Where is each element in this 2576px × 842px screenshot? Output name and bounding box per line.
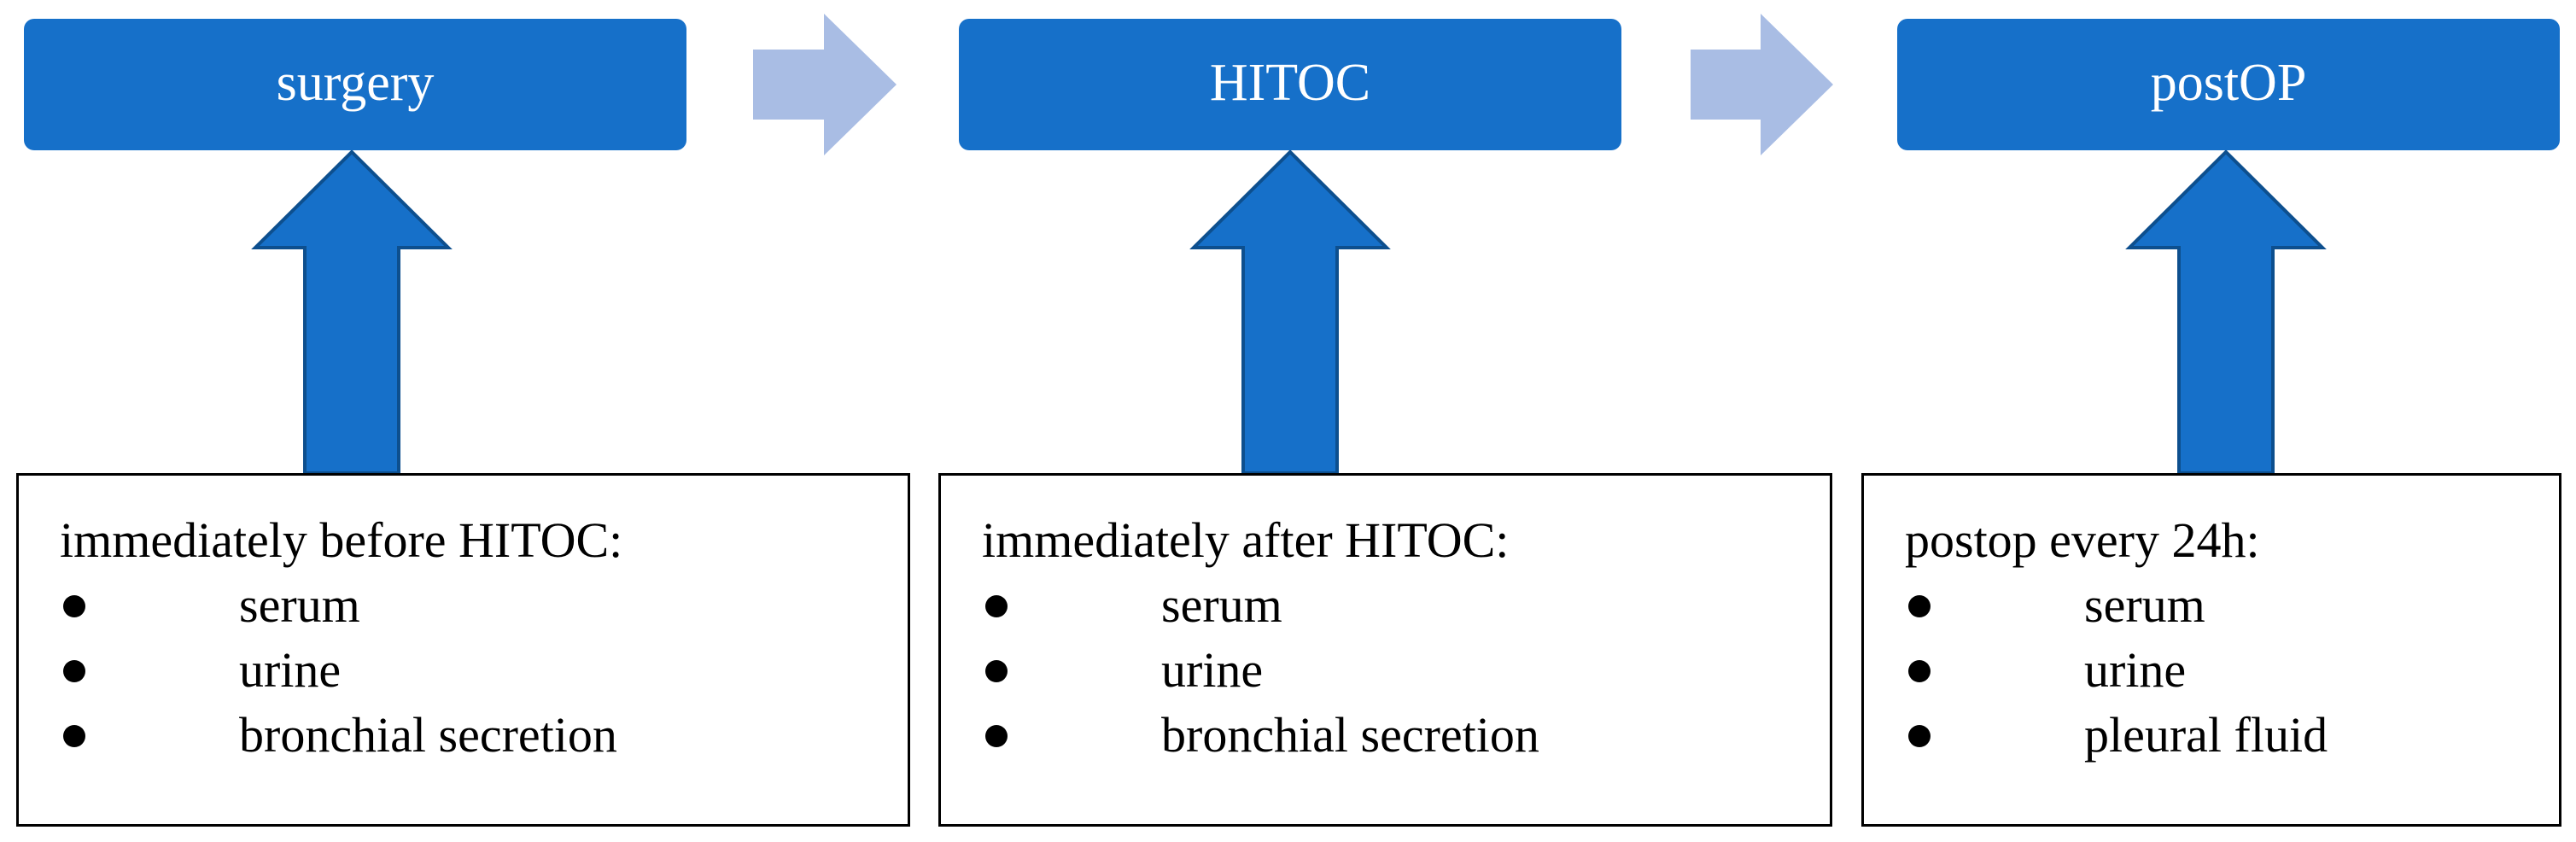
sample-item: bronchial secretion bbox=[982, 703, 1830, 768]
sampling-box-before-hitoc: immediately before HITOC: serum urine br… bbox=[16, 473, 910, 827]
bullet-icon bbox=[1908, 725, 1931, 747]
flow-arrow-hitoc-to-postop bbox=[1691, 14, 1833, 155]
sample-item: serum bbox=[982, 573, 1830, 638]
bullet-icon bbox=[985, 660, 1008, 682]
sample-item-label: bronchial secretion bbox=[239, 707, 617, 763]
bullet-icon bbox=[63, 595, 85, 617]
stage-hitoc: HITOC bbox=[959, 19, 1621, 150]
sample-item-label: urine bbox=[239, 642, 342, 698]
sample-item: bronchial secretion bbox=[60, 703, 908, 768]
stage-surgery: surgery bbox=[24, 19, 686, 150]
sample-item-label: bronchial secretion bbox=[1161, 707, 1539, 763]
sample-item: urine bbox=[982, 638, 1830, 703]
sample-item: serum bbox=[1905, 573, 2559, 638]
sample-item: pleural fluid bbox=[1905, 703, 2559, 768]
sample-item-label: serum bbox=[1161, 577, 1282, 633]
sampling-box-after-hitoc: immediately after HITOC: serum urine bro… bbox=[938, 473, 1832, 827]
sample-item: urine bbox=[1905, 638, 2559, 703]
bullet-icon bbox=[985, 595, 1008, 617]
up-arrow-postop bbox=[2125, 149, 2327, 475]
sample-item-label: urine bbox=[1161, 642, 1264, 698]
stage-postop: postOP bbox=[1897, 19, 2560, 150]
bullet-icon bbox=[985, 725, 1008, 747]
sample-list: serum urine pleural fluid bbox=[1905, 573, 2559, 768]
sampling-box-heading: immediately before HITOC: bbox=[60, 512, 623, 568]
bullet-icon bbox=[1908, 660, 1931, 682]
bullet-icon bbox=[63, 660, 85, 682]
sampling-box-heading: immediately after HITOC: bbox=[982, 512, 1510, 568]
flow-arrow-surgery-to-hitoc bbox=[753, 14, 897, 155]
sample-item-label: serum bbox=[239, 577, 360, 633]
stage-surgery-label: surgery bbox=[276, 54, 435, 112]
sample-item: urine bbox=[60, 638, 908, 703]
stage-postop-label: postOP bbox=[2150, 54, 2307, 112]
sample-item: serum bbox=[60, 573, 908, 638]
sampling-box-postop: postop every 24h: serum urine pleural fl… bbox=[1861, 473, 2561, 827]
sample-list: serum urine bronchial secretion bbox=[982, 573, 1830, 768]
sample-item-label: serum bbox=[2084, 577, 2205, 633]
up-arrow-hitoc bbox=[1189, 149, 1391, 475]
stage-hitoc-label: HITOC bbox=[1209, 54, 1371, 112]
bullet-icon bbox=[1908, 595, 1931, 617]
up-arrow-surgery bbox=[251, 149, 453, 475]
sampling-box-heading: postop every 24h: bbox=[1905, 512, 2260, 568]
sample-item-label: urine bbox=[2084, 642, 2187, 698]
bullet-icon bbox=[63, 725, 85, 747]
sample-item-label: pleural fluid bbox=[2084, 707, 2328, 763]
sample-list: serum urine bronchial secretion bbox=[60, 573, 908, 768]
